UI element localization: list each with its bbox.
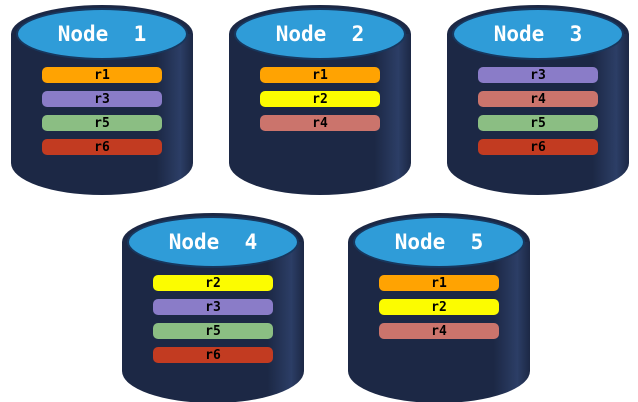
node-label: Node 2 <box>275 22 365 46</box>
replica-bar-r5: r5 <box>153 323 273 339</box>
cylinder-top-face: Node 3 <box>452 8 624 60</box>
database-node-node-4: Node 4 r2 r3 r5 r6 <box>122 213 304 402</box>
replica-bar-r1: r1 <box>379 275 499 291</box>
node-label: Node 1 <box>57 22 147 46</box>
replica-bar-r3: r3 <box>42 91 162 107</box>
replica-bar-r4: r4 <box>379 323 499 339</box>
replica-bar-r1: r1 <box>260 67 380 83</box>
replica-list: r1 r2 r4 <box>379 275 499 339</box>
node-row-bottom: Node 4 r2 r3 r5 r6 Node 5 r1 r2 r4 <box>0 213 638 402</box>
database-node-node-2: Node 2 r1 r2 r4 <box>229 5 411 195</box>
replica-bar-r2: r2 <box>260 91 380 107</box>
cylinder-body <box>229 34 411 195</box>
cylinder-top-face: Node 5 <box>353 216 525 268</box>
replica-bar-r3: r3 <box>153 299 273 315</box>
database-node-node-3: Node 3 r3 r4 r5 r6 <box>447 5 629 195</box>
replica-bar-r6: r6 <box>478 139 598 155</box>
replica-list: r1 r3 r5 r6 <box>42 67 162 155</box>
cylinder-body <box>11 34 193 195</box>
cylinder-body <box>348 242 530 402</box>
replica-bar-r2: r2 <box>379 299 499 315</box>
replica-bar-r4: r4 <box>478 91 598 107</box>
node-label: Node 3 <box>493 22 583 46</box>
database-node-node-1: Node 1 r1 r3 r5 r6 <box>11 5 193 195</box>
replica-bar-r5: r5 <box>478 115 598 131</box>
cylinder-body <box>122 242 304 402</box>
cylinder-top-face: Node 4 <box>127 216 299 268</box>
replica-list: r2 r3 r5 r6 <box>153 275 273 363</box>
replica-bar-r4: r4 <box>260 115 380 131</box>
replica-list: r3 r4 r5 r6 <box>478 67 598 155</box>
node-label: Node 4 <box>168 230 258 254</box>
cylinder-top-face: Node 2 <box>234 8 406 60</box>
replica-bar-r6: r6 <box>153 347 273 363</box>
cylinder-top-face: Node 1 <box>16 8 188 60</box>
replica-bar-r1: r1 <box>42 67 162 83</box>
cylinder-body <box>447 34 629 195</box>
replica-bar-r5: r5 <box>42 115 162 131</box>
database-node-node-5: Node 5 r1 r2 r4 <box>348 213 530 402</box>
replica-list: r1 r2 r4 <box>260 67 380 131</box>
replica-bar-r6: r6 <box>42 139 162 155</box>
replica-bar-r3: r3 <box>478 67 598 83</box>
replica-bar-r2: r2 <box>153 275 273 291</box>
node-label: Node 5 <box>394 230 484 254</box>
